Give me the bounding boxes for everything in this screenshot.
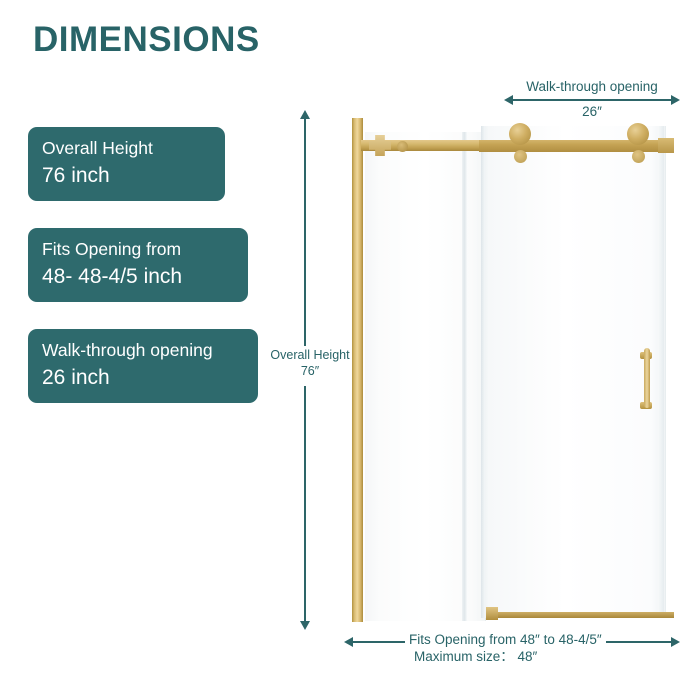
dimension-value-text: 76″ (300, 364, 320, 378)
badge-value: 76 inch (42, 164, 110, 187)
page-title: DIMENSIONS (33, 20, 260, 59)
arrow-left-icon (344, 636, 353, 647)
badge-fits-opening: Fits Opening from 48- 48-4/5 inch (28, 228, 248, 302)
arrow-right-icon (671, 636, 680, 647)
badge-label: Fits Opening from (42, 239, 182, 259)
badge-label: Overall Height (42, 138, 153, 158)
arrow-left-icon (504, 94, 513, 105)
fixed-glass-panel (365, 132, 486, 621)
overall-height-dimension-line (268, 110, 344, 630)
sliding-panel-left-edge (481, 126, 485, 618)
dimension-line-text-gap (268, 346, 344, 386)
roller-wheel-right (627, 123, 649, 145)
roller-wheel-left-lower (514, 150, 527, 163)
bottom-guide-rail (493, 612, 674, 618)
badge-overall-height: Overall Height 76 inch (28, 127, 225, 201)
walk-through-dimension-line (504, 94, 680, 105)
walk-through-dimension-value: 26″ (582, 104, 602, 119)
left-wall-jamb-post (352, 118, 363, 622)
overall-height-dimension-label: Overall Height 76″ (269, 347, 351, 379)
sliding-panel-right-edge (658, 126, 664, 618)
roller-wheel-right-lower (632, 150, 645, 163)
bottom-guide-block (486, 607, 498, 620)
dimension-label-text: Overall Height (270, 348, 350, 362)
maximum-size-label: Maximum size： 48″ (414, 649, 538, 664)
shower-door-illustration (352, 118, 674, 622)
badge-label: Walk-through opening (42, 340, 213, 360)
top-track-rail-front-segment (479, 140, 674, 152)
rail-support-pin (397, 141, 408, 152)
fixed-panel-edge (462, 132, 467, 621)
rail-end-cap (658, 138, 674, 153)
roller-wheel-left (509, 123, 531, 145)
arrow-right-icon (671, 94, 680, 105)
sliding-glass-panel (481, 126, 666, 618)
arrow-down-icon (299, 621, 310, 630)
badge-walk-through-opening: Walk-through opening 26 inch (28, 329, 258, 403)
arrow-up-icon (299, 110, 310, 119)
fits-opening-dimension-label: Fits Opening from 48″ to 48-4/5″ (405, 632, 606, 648)
badge-value: 48- 48-4/5 inch (42, 265, 183, 288)
walk-through-dimension-label: Walk-through opening (526, 79, 658, 94)
badge-value: 26 inch (42, 366, 110, 389)
door-handle (644, 348, 650, 408)
